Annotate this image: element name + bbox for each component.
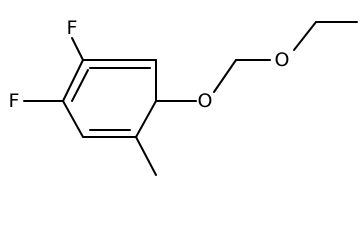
ring-bond-c3-c4 [135,100,157,138]
bond-c1-f-top [71,37,84,61]
ring-bond-c6-c1 [62,59,84,102]
atom-label-o-chain: O [275,49,290,71]
ring-bond-c5-c6 [62,100,84,138]
atom-label-o-ether: O [198,90,213,112]
bond-o-ch2 [213,59,237,93]
bond-c4-methyl [135,136,157,176]
atom-label-group: F F O O [9,17,290,112]
ring-double-bond-left [71,69,89,102]
molecule-structure: F F O O [9,17,358,176]
atom-label-f-left: F [9,90,20,112]
bond-group [23,21,358,176]
atom-label-f-top: F [67,17,78,39]
bond-o-ch2-ethyl [293,21,317,51]
